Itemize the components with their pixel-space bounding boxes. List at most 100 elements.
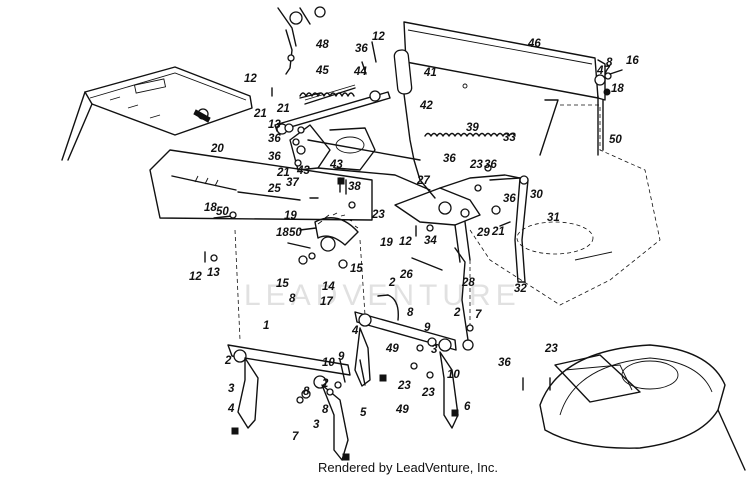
callout-43: 43	[329, 159, 343, 171]
hardware-fasteners	[204, 41, 623, 461]
callout-7: 7	[475, 309, 482, 321]
callout-46: 46	[527, 38, 541, 50]
callout-48: 48	[315, 39, 329, 51]
callout-9: 10	[322, 357, 335, 369]
gear-sector-20	[314, 212, 359, 252]
callout-35c: 36	[268, 151, 281, 163]
pivot-bracket	[289, 124, 421, 171]
lower-lift-assembly	[227, 344, 366, 461]
throttle-control	[277, 6, 326, 75]
callout-2d: 2	[321, 378, 329, 390]
callout-2: 2	[388, 277, 396, 289]
footer-credit: Rendered by LeadVenture, Inc.	[318, 460, 498, 475]
callout-16: 16	[626, 55, 639, 67]
callout-20: 19	[380, 237, 393, 249]
callout-10b: 9	[338, 351, 345, 363]
rod-28	[454, 247, 469, 341]
right-lever-30	[489, 175, 529, 283]
callout-24e: 23	[544, 343, 558, 355]
callout-labels: 48 45 36 12 44 41 42 46 8 16 47 18 50 12…	[189, 31, 639, 443]
center-linkage	[394, 174, 521, 263]
callout-35: 36	[355, 43, 368, 55]
callout-23: 21	[253, 108, 267, 120]
callout-38: 38	[348, 181, 361, 193]
callout-25: 25	[267, 183, 281, 195]
control-panel-plate	[61, 66, 253, 161]
callout-36: 36	[443, 153, 456, 165]
callout-44: 44	[353, 66, 367, 78]
middle-lift-assembly	[354, 294, 474, 429]
front-panel-21	[149, 149, 373, 221]
callout-28: 28	[461, 277, 475, 289]
callout-8: 8	[606, 57, 613, 69]
callout-24b: 23	[371, 209, 385, 221]
callout-8b: 8	[289, 293, 296, 305]
callout-10: 9	[424, 322, 431, 334]
callout-7b: 7	[292, 431, 299, 443]
callout-8d: 8	[303, 386, 310, 398]
callout-31: 31	[547, 212, 560, 224]
callout-5: 5	[360, 407, 367, 419]
assembly-guides	[234, 229, 471, 341]
callout-12c: 12	[399, 236, 412, 248]
callout-21: 20	[210, 143, 224, 155]
callout-41: 42	[419, 100, 433, 112]
link-rod-38	[317, 167, 431, 191]
callout-15: 15	[350, 263, 363, 275]
callout-3: 3	[228, 383, 235, 395]
callout-12: 12	[372, 31, 385, 43]
callout-49: 49	[385, 343, 399, 355]
frame-outline	[469, 99, 661, 306]
callout-47: 47	[596, 65, 610, 77]
callout-45: 45	[315, 65, 329, 77]
callout-49b: 49	[395, 404, 409, 416]
callout-13: 13	[268, 119, 281, 131]
callout-50c: 50	[289, 227, 302, 239]
shift-lever	[393, 49, 436, 199]
callout-27: 27	[416, 175, 430, 187]
callout-23c: 21	[276, 103, 290, 115]
spring-39	[424, 132, 516, 137]
callout-23d: 21	[491, 226, 505, 238]
callout-4b: 4	[351, 325, 359, 337]
callout-35b: 36	[268, 133, 281, 145]
callout-35d: 36	[484, 159, 497, 171]
callout-35e: 36	[503, 193, 516, 205]
callout-4: 4	[227, 403, 235, 415]
callout-1: 1	[263, 320, 269, 332]
callout-2b: 2	[453, 307, 461, 319]
callout-12b: 12	[244, 73, 257, 85]
callout-18b: 18	[204, 202, 217, 214]
callout-19: 19	[284, 210, 297, 222]
callout-39: 39	[466, 122, 479, 134]
callout-16b: 15	[276, 278, 289, 290]
callout-9b: 10	[447, 369, 460, 381]
callout-6: 6	[464, 401, 471, 413]
rod-26	[411, 257, 443, 271]
callout-40: 41	[423, 67, 437, 79]
callout-17: 17	[320, 296, 333, 308]
callout-32: 32	[514, 283, 527, 295]
callout-2c: 2	[224, 355, 232, 367]
callout-33: 33	[503, 132, 516, 144]
callout-24: 23	[469, 159, 483, 171]
callout-30: 30	[530, 189, 543, 201]
callout-50b: 50	[216, 206, 229, 218]
callout-8c: 8	[407, 307, 414, 319]
callout-37: 37	[286, 177, 299, 189]
callout-3c: 3	[313, 419, 320, 431]
callout-18c: 18	[276, 227, 289, 239]
callout-13b: 13	[207, 267, 220, 279]
spring-45	[299, 92, 355, 97]
callout-3b: 3	[431, 344, 438, 356]
callout-42: 43	[296, 165, 310, 177]
callout-18: 18	[611, 83, 624, 95]
callout-8e: 8	[322, 404, 329, 416]
callout-50: 50	[609, 134, 622, 146]
callout-23b: 21	[276, 167, 290, 179]
callout-35f: 36	[498, 357, 511, 369]
callout-12d: 12	[189, 271, 202, 283]
callout-26: 26	[399, 269, 413, 281]
callout-29: 29	[476, 227, 490, 239]
